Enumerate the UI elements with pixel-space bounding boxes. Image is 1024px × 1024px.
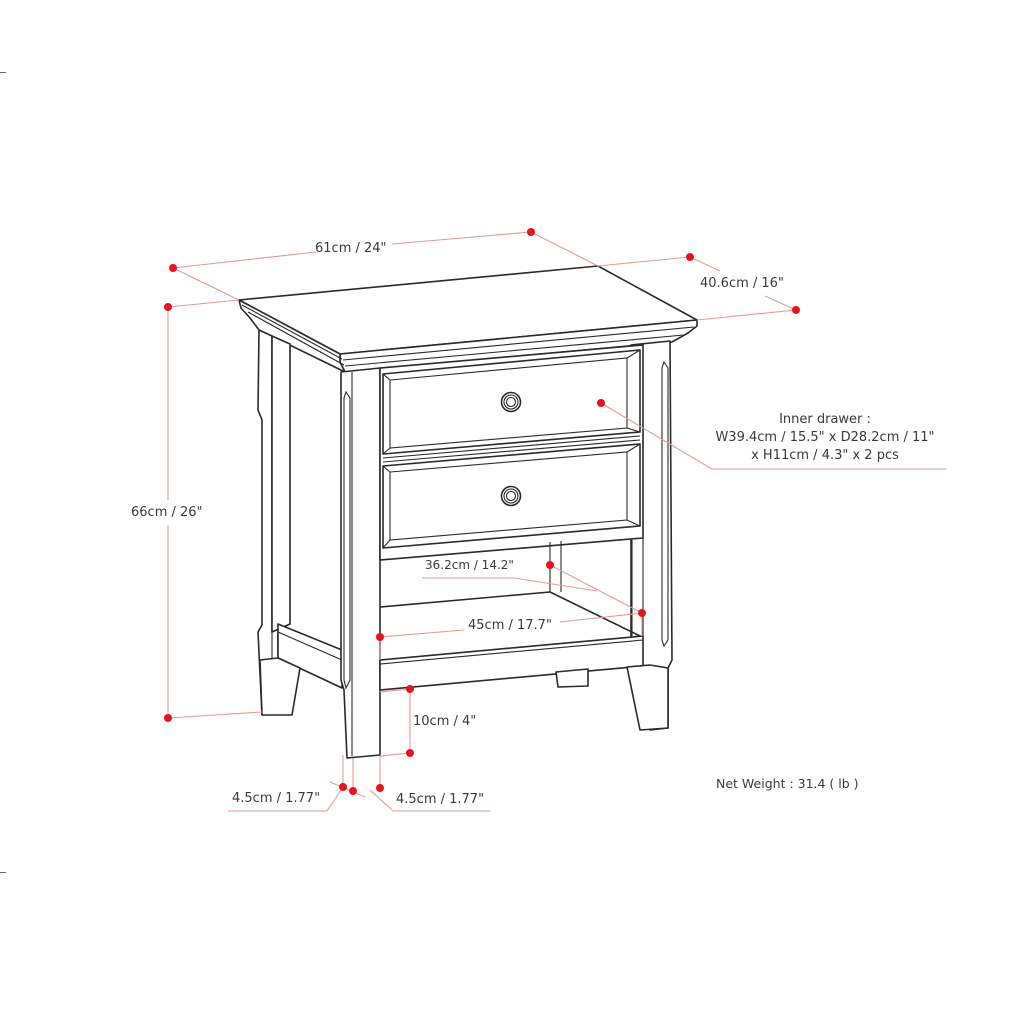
net-weight-label: Net Weight : 31.4 ( lb )	[716, 776, 859, 791]
edge-tick-top	[0, 72, 6, 73]
inner-drawer-title: Inner drawer :	[779, 412, 871, 427]
leg-width-right-label: 4.5cm / 1.77"	[396, 792, 485, 807]
top-drawer[interactable]	[382, 349, 641, 455]
post-groove-right	[661, 360, 669, 648]
bottom-drawer[interactable]	[382, 443, 641, 549]
leg-width-left-label: 4.5cm / 1.77"	[232, 791, 321, 806]
front-left-post	[340, 367, 381, 759]
dimension-dots	[164, 228, 800, 795]
left-side-panel	[271, 335, 291, 633]
nightstand-drawing	[238, 265, 698, 759]
back-right-foot	[555, 668, 589, 688]
dimension-lines	[167, 231, 946, 812]
shelf-width-label: 45cm / 17.7"	[468, 618, 552, 633]
shelf-depth-label: 36.2cm / 14.2"	[425, 558, 514, 572]
depth-label: 40.6cm / 16"	[700, 276, 784, 291]
front-right-foot	[626, 664, 669, 731]
width-label: 61cm / 24"	[315, 241, 387, 256]
post-groove-left	[343, 390, 351, 690]
edge-tick-bottom	[0, 872, 6, 873]
top-drawer-knob	[500, 391, 522, 413]
back-left-foot	[259, 657, 301, 716]
side-bottom-rail	[277, 623, 343, 689]
inner-drawer-line2: x H11cm / 4.3" x 2 pcs	[751, 448, 899, 463]
inner-drawer-note: Inner drawer : W39.4cm / 15.5" x D28.2cm…	[700, 411, 950, 465]
leg-height-label: 10cm / 4"	[413, 714, 477, 729]
bottom-drawer-knob	[500, 485, 522, 507]
inner-drawer-line1: W39.4cm / 15.5" x D28.2cm / 11"	[715, 430, 935, 445]
height-label: 66cm / 26"	[131, 505, 203, 520]
